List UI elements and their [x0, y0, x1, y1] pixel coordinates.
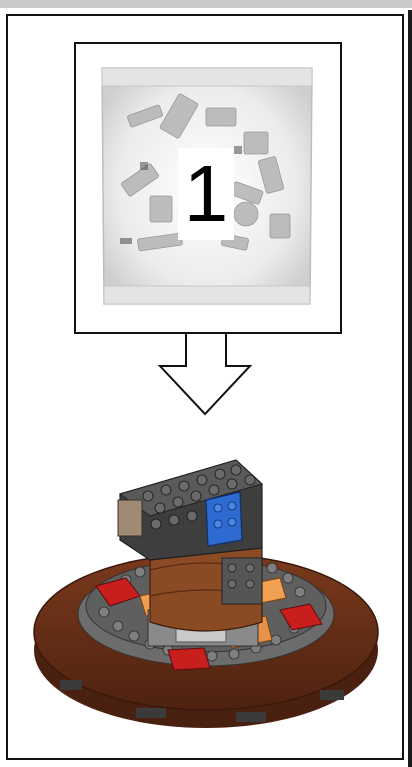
arrow-down-icon	[160, 334, 250, 414]
brick-model-icon	[34, 460, 378, 728]
bag-number-label: 1	[178, 148, 234, 240]
